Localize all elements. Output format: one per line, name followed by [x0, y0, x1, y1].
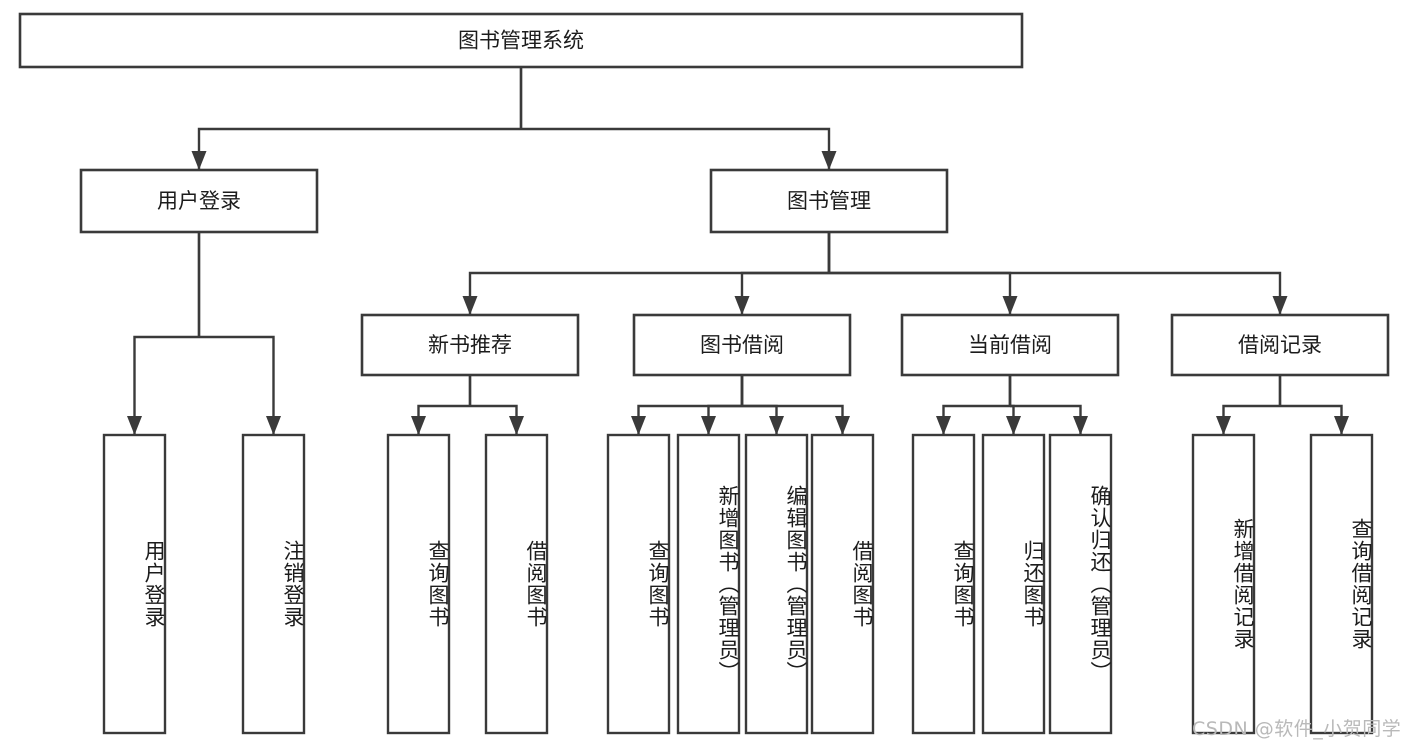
arrow-head-icon [462, 296, 478, 315]
connector-leaf-0 [133, 232, 201, 435]
level1-label-0: 用户登录 [157, 189, 241, 213]
arrow-head-icon [509, 416, 524, 435]
root-box-0[interactable] [18, 12, 1024, 69]
connector-l1-l2-3 [827, 232, 1282, 315]
arrow-head-icon [835, 416, 850, 435]
root-label-0: 图书管理系统 [458, 29, 584, 53]
level1-label-1: 图书管理 [787, 189, 871, 213]
level1-box-0[interactable] [79, 168, 319, 234]
leaf-box-6[interactable] [744, 433, 809, 735]
leaf-box-1[interactable] [241, 433, 306, 735]
arrow-head-icon [734, 296, 750, 315]
arrow-head-icon [1272, 296, 1288, 315]
arrow-head-icon [1002, 296, 1018, 315]
level2-label-3: 借阅记录 [1238, 333, 1322, 357]
arrow-head-icon [1006, 416, 1021, 435]
node-box-layer [18, 12, 1390, 735]
level2-label-2: 当前借阅 [968, 333, 1052, 357]
connector-leaf-2 [417, 375, 472, 435]
arrow-head-icon [1216, 416, 1231, 435]
arrow-head-icon [631, 416, 646, 435]
connector-layer [127, 67, 1349, 435]
arrow-head-icon [1334, 416, 1349, 435]
arrow-head-icon [769, 416, 784, 435]
level2-label-1: 图书借阅 [700, 333, 784, 357]
arrow-head-icon [1073, 416, 1088, 435]
arrow-head-icon [127, 416, 142, 435]
leaf-box-11[interactable] [1191, 433, 1256, 735]
leaf-box-5[interactable] [676, 433, 741, 735]
level2-box-0[interactable] [360, 313, 580, 377]
arrow-head-icon [701, 416, 716, 435]
connector-root-l1-1 [519, 67, 831, 170]
level2-label-0: 新书推荐 [428, 333, 512, 357]
leaf-box-0[interactable] [102, 433, 167, 735]
connector-leaf-1 [197, 232, 275, 435]
level1-box-1[interactable] [709, 168, 949, 234]
connector-root-l1-0 [197, 67, 523, 170]
arrow-head-icon [411, 416, 426, 435]
leaf-box-7[interactable] [810, 433, 875, 735]
level2-box-1[interactable] [632, 313, 852, 377]
connector-leaf-5 [707, 375, 744, 435]
level2-box-3[interactable] [1170, 313, 1390, 377]
leaf-box-3[interactable] [484, 433, 549, 735]
arrow-head-icon [936, 416, 951, 435]
leaf-box-2[interactable] [386, 433, 451, 735]
leaf-box-8[interactable] [911, 433, 976, 735]
watermark-text: CSDN @软件_小贺同学 [1192, 718, 1402, 740]
connector-leaf-10 [1008, 375, 1082, 435]
connector-l1-l2-1 [740, 232, 831, 315]
connector-leaf-11 [1222, 375, 1282, 435]
connector-leaf-7 [740, 375, 844, 435]
leaf-box-10[interactable] [1048, 433, 1113, 735]
leaf-box-9[interactable] [981, 433, 1046, 735]
connector-leaf-8 [942, 375, 1012, 435]
arrow-head-icon [266, 416, 281, 435]
leaf-box-4[interactable] [606, 433, 671, 735]
arrow-head-icon [191, 151, 207, 170]
level2-box-2[interactable] [900, 313, 1120, 377]
connector-leaf-3 [468, 375, 518, 435]
leaf-box-12[interactable] [1309, 433, 1374, 735]
connector-leaf-12 [1278, 375, 1343, 435]
arrow-head-icon [821, 151, 837, 170]
